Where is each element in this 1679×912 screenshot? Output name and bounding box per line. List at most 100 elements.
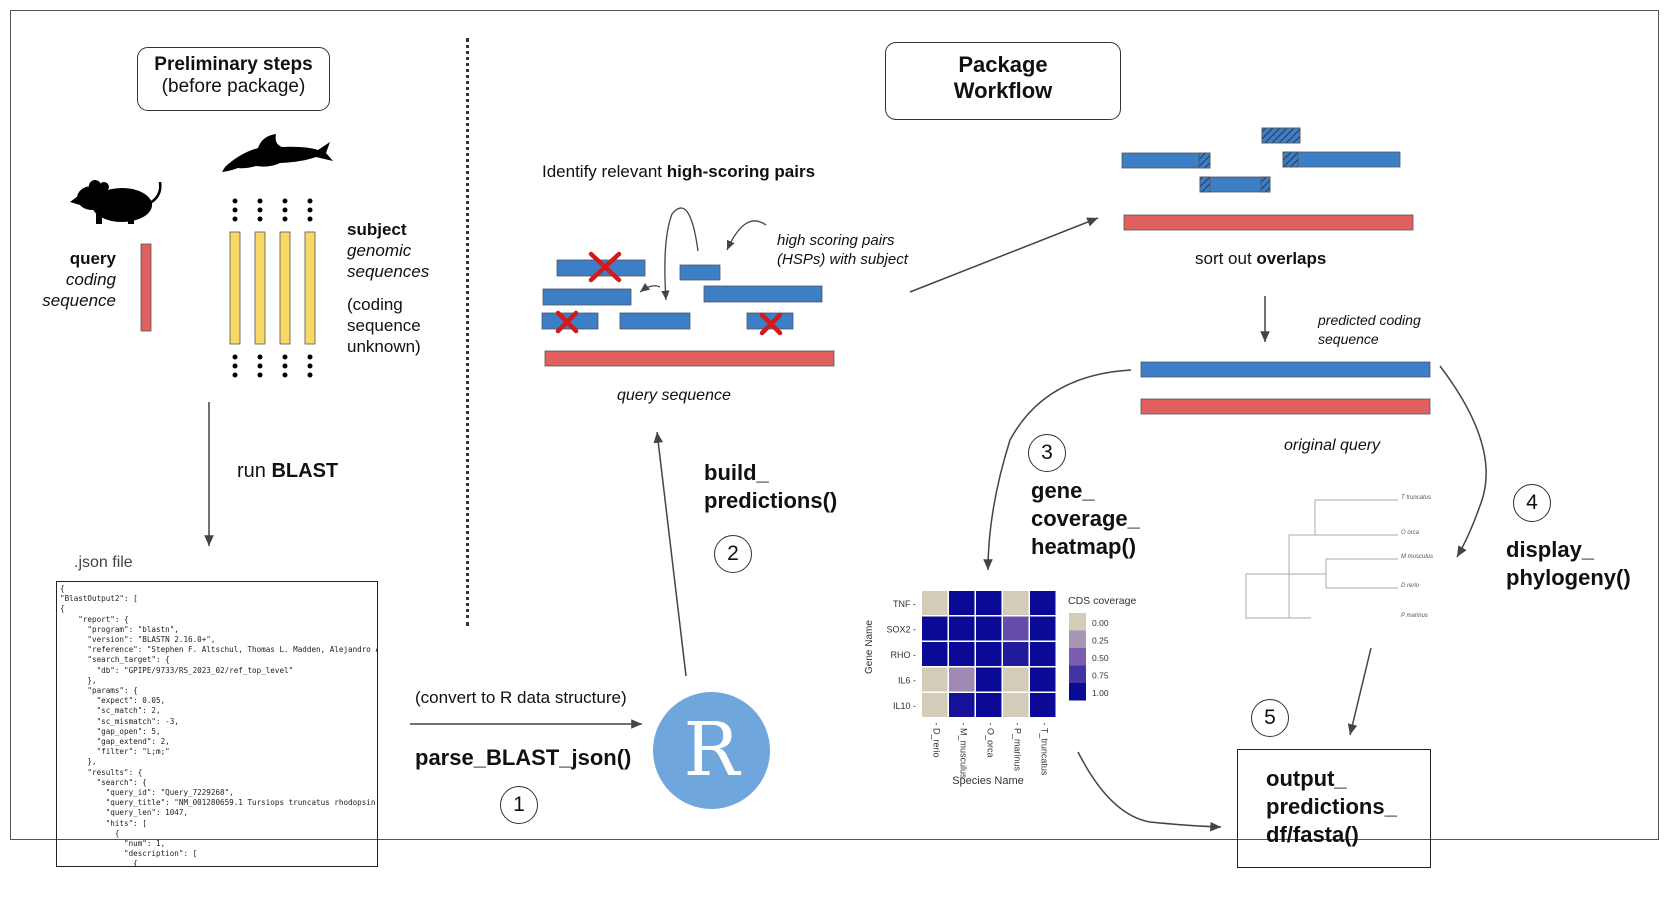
phylogeny-tree (1245, 499, 1398, 619)
step-3-badge: 3 (1028, 434, 1066, 472)
heatmap-to-output-arrow (1077, 751, 1222, 832)
heatmap-cell (1003, 591, 1029, 615)
phylogeny-to-output-arrow (1347, 647, 1372, 736)
heatmap-legend-swatch (1069, 665, 1086, 683)
original-query-bar (1140, 398, 1431, 415)
dotted-separator (466, 38, 469, 626)
workflow-title-line2: Workflow (953, 78, 1053, 103)
tree-tip-label: T truncatus (1401, 495, 1432, 501)
heatmap-cell (1030, 616, 1056, 641)
to-heatmap-arrow (983, 369, 1132, 571)
heatmap-y-axis-title: Gene Name (864, 620, 875, 674)
overlaps-query-bar (1123, 214, 1414, 231)
heatmap-legend-swatch (1069, 630, 1086, 648)
heatmap-cell (1030, 667, 1056, 692)
json-file-preview: { "BlastOutput2": [ { "report": { "progr… (56, 581, 378, 867)
heatmap-gene-label: SOX2 - (886, 624, 916, 634)
heatmap-cell (1003, 616, 1029, 641)
hsp-curved-arrows (639, 207, 767, 301)
prelim-title: Preliminary steps (154, 54, 313, 75)
heatmap-cell (1030, 693, 1056, 717)
heatmap-species-label: - O_orca (986, 723, 996, 758)
heatmap-cell (976, 616, 1002, 641)
subject-bars (229, 231, 316, 345)
heatmap-cell (976, 591, 1002, 615)
json-file-text: { "BlastOutput2": [ { "report": { "progr… (60, 584, 377, 867)
run-blast-label: run BLAST (237, 460, 339, 482)
prelim-steps-box: Preliminary steps (before package) (137, 47, 330, 111)
dolphin-icon (222, 134, 333, 172)
heatmap-legend-tick: 1.00 (1092, 688, 1109, 698)
tree-tip-label: O orca (1401, 530, 1420, 536)
heatmap-cell (1030, 642, 1056, 666)
workflow-title-line1: Package (958, 52, 1048, 77)
heatmap-cell (949, 693, 975, 717)
query-label-line2: coding (65, 270, 116, 289)
heatmap-species-label: - T_truncatus (1040, 723, 1050, 776)
heatmap-cell (949, 642, 975, 666)
subject-label-bold: subject (347, 220, 407, 239)
heatmap-cell (1003, 642, 1029, 666)
heatmap-gene-label: IL6 - (898, 675, 916, 685)
reject-cross-icons (555, 251, 783, 336)
query-label-line3: sequence (42, 291, 116, 310)
outer-frame (10, 10, 1659, 840)
output-predictions-box: output_ predictions_ df/fasta() (1237, 749, 1431, 868)
output-predictions-fn: output_ predictions_ df/fasta() (1266, 766, 1397, 847)
heatmap-legend-tick: 0.25 (1092, 636, 1109, 646)
query-label-bold: query (69, 249, 116, 268)
predicted-sequence-bar (1140, 361, 1431, 378)
heatmap-gene-label: IL10 - (893, 701, 916, 711)
subject-note-2: sequence (347, 316, 421, 335)
query-label: query coding sequence (40, 248, 116, 311)
heatmap-legend-swatch (1069, 648, 1086, 666)
gene-coverage-heatmap-fn: gene_ coverage_ heatmap() (1031, 478, 1140, 559)
heatmap-cell (1003, 667, 1029, 692)
heatmap-cell (976, 693, 1002, 717)
subject-label-line2: genomic (347, 241, 412, 260)
heatmap-legend-swatch (1069, 613, 1086, 631)
tree-tip-label: P marinus (1401, 613, 1428, 619)
heatmap-cell (1003, 693, 1029, 717)
original-query-label: original query (1284, 437, 1381, 454)
query-sequence-bar (140, 243, 152, 332)
heatmap-cell (1030, 591, 1056, 615)
subject-label-line3: sequences (347, 262, 430, 281)
heatmap-legend-tick: 0.50 (1092, 653, 1109, 663)
hsp-note: high scoring pairs (HSPs) with subject (777, 232, 908, 268)
build-arrow (653, 431, 687, 677)
build-predictions-fn: build_ predictions() (704, 460, 838, 513)
json-file-caption: .json file (74, 554, 133, 571)
step-4-badge: 4 (1513, 484, 1551, 522)
heatmap-legend-swatch (1069, 683, 1086, 701)
parse-blast-json-fn: parse_BLAST_json() (415, 745, 632, 770)
heatmap-gene-label: TNF - (893, 599, 916, 609)
hsp-query-bar (544, 350, 835, 367)
heatmap-cell (976, 642, 1002, 666)
mouse-icon (70, 180, 162, 224)
hsp-heading: Identify relevant high-scoring pairs (542, 162, 816, 181)
tree-tip-label: D rerio (1401, 583, 1420, 589)
hsp-query-caption: query sequence (617, 387, 731, 404)
heatmap-cell (976, 667, 1002, 692)
overlaps-label: sort out overlaps (1195, 249, 1327, 268)
package-workflow-box: Package Workflow (885, 42, 1121, 120)
to-overlaps-arrow (909, 217, 1099, 293)
step-5-badge: 5 (1251, 699, 1289, 737)
heatmap-gene-label: RHO - (891, 650, 917, 660)
heatmap-cell (949, 667, 975, 692)
heatmap-species-label: - M_musculus (959, 723, 969, 780)
heatmap-legend-tick: 0.00 (1092, 618, 1109, 628)
heatmap-cell (949, 591, 975, 615)
heatmap-x-axis-title: Species Name (952, 775, 1024, 787)
to-phylogeny-arrow (1439, 365, 1487, 558)
display-phylogeny-fn: display_ phylogeny() (1506, 537, 1631, 590)
subject-label: subject genomic sequences (coding sequen… (347, 219, 429, 357)
step-1-badge: 1 (500, 786, 538, 824)
subject-note-1: (coding (347, 295, 403, 314)
overlap-bars (1121, 127, 1401, 193)
heatmap-cell (949, 616, 975, 641)
